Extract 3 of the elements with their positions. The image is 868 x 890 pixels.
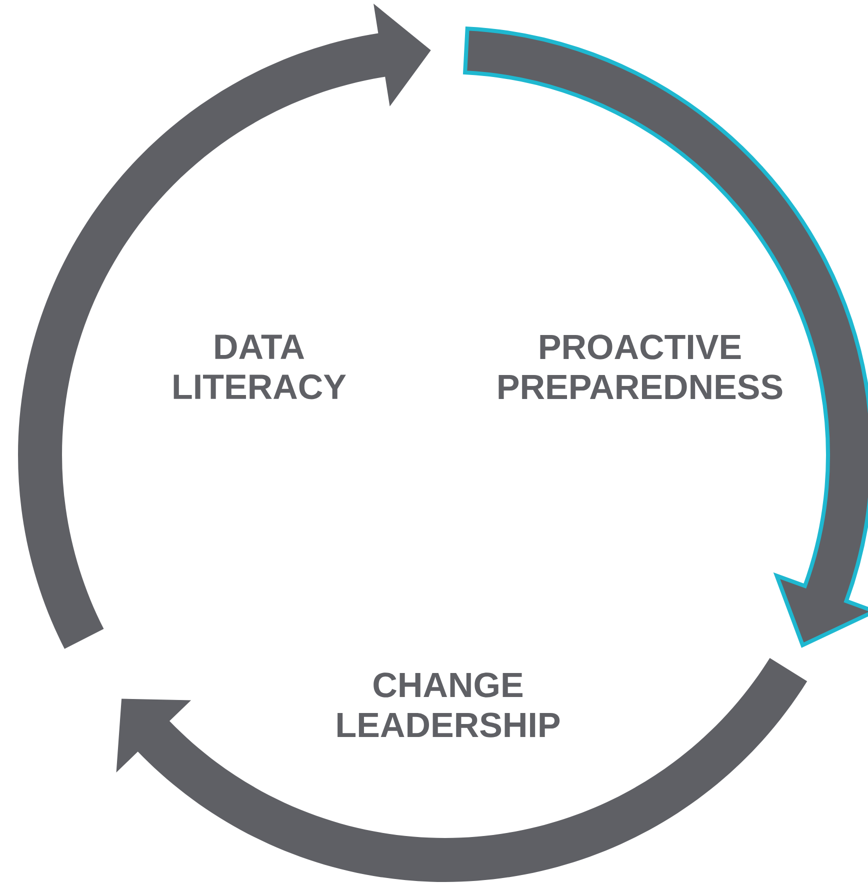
cycle-label: CHANGE LEADERSHIP [338,672,560,738]
cycle-label: DATA LITERACY [174,334,346,400]
cycle-label: PROACTIVE PREPAREDNESS [498,334,782,400]
